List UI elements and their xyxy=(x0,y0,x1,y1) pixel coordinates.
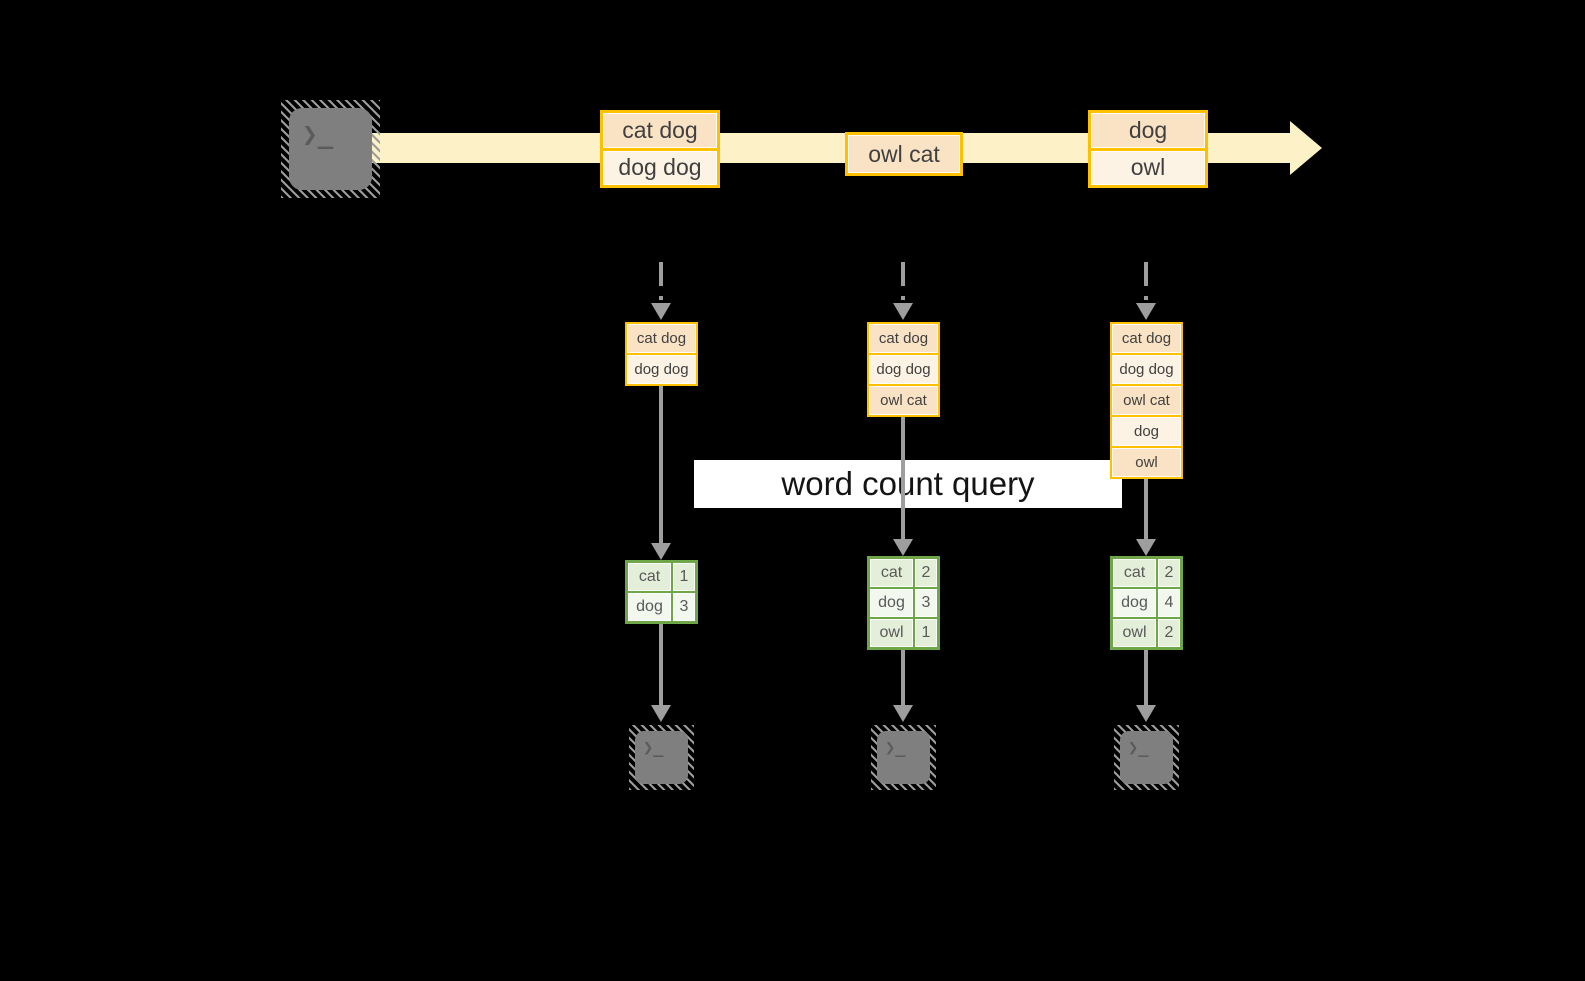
arrowhead-icon xyxy=(651,303,671,320)
count-row: owl 2 xyxy=(1113,619,1180,647)
prompt-icon: ❯_ xyxy=(1128,738,1149,758)
terminal-screen: ❯_ xyxy=(635,731,688,784)
arrowhead-icon xyxy=(1136,539,1156,556)
count-cell: 1 xyxy=(915,619,937,647)
arrow-line xyxy=(901,650,905,706)
event-cell: dog dog xyxy=(603,150,717,185)
count-row: dog 4 xyxy=(1113,589,1180,617)
arrow-line xyxy=(901,417,905,540)
buffer-cell: cat dog xyxy=(627,324,696,353)
dashed-arrow-line xyxy=(901,262,905,300)
count-cell: 2 xyxy=(1158,559,1180,587)
count-cell: 1 xyxy=(673,563,695,591)
word-cell: cat xyxy=(628,563,671,591)
arrow-line xyxy=(1144,479,1148,540)
buffer-stack: cat dog dog dog xyxy=(625,322,698,386)
count-cell: 4 xyxy=(1158,589,1180,617)
count-cell: 3 xyxy=(915,589,937,617)
word-count-query-label: word count query xyxy=(694,460,1122,508)
terminal-sink-icon: ❯_ xyxy=(1114,725,1179,790)
dashed-arrow-line xyxy=(1144,262,1148,300)
arrowhead-icon xyxy=(893,303,913,320)
word-cell: owl xyxy=(870,619,913,647)
event-cell: owl cat xyxy=(848,135,960,173)
word-cell: cat xyxy=(1113,559,1156,587)
buffer-cell: dog xyxy=(1112,417,1181,446)
prompt-icon: ❯_ xyxy=(643,738,664,758)
stream-event-box: cat dog dog dog xyxy=(600,110,720,188)
stream-arrowhead-icon xyxy=(1290,121,1322,175)
word-cell: dog xyxy=(870,589,913,617)
buffer-cell: dog dog xyxy=(1112,355,1181,384)
terminal-source-icon: ❯_ xyxy=(281,100,380,198)
count-table: cat 1 dog 3 xyxy=(625,560,698,624)
terminal-screen: ❯_ xyxy=(289,108,372,190)
event-cell: dog xyxy=(1091,113,1205,148)
count-cell: 3 xyxy=(673,593,695,621)
prompt-icon: ❯_ xyxy=(302,120,334,150)
stream-event-box: dog owl xyxy=(1088,110,1208,188)
arrowhead-icon xyxy=(651,543,671,560)
count-row: cat 2 xyxy=(870,559,937,587)
word-cell: owl xyxy=(1113,619,1156,647)
terminal-sink-icon: ❯_ xyxy=(871,725,936,790)
count-cell: 2 xyxy=(1158,619,1180,647)
count-table: cat 2 dog 4 owl 2 xyxy=(1110,556,1183,650)
buffer-cell: owl cat xyxy=(869,386,938,415)
count-row: dog 3 xyxy=(870,589,937,617)
word-cell: dog xyxy=(628,593,671,621)
buffer-stack: cat dog dog dog owl cat xyxy=(867,322,940,417)
arrowhead-icon xyxy=(1136,303,1156,320)
arrow-line xyxy=(659,624,663,706)
buffer-cell: cat dog xyxy=(869,324,938,353)
dashed-arrow-line xyxy=(659,262,663,300)
arrowhead-icon xyxy=(893,705,913,722)
count-row: owl 1 xyxy=(870,619,937,647)
arrowhead-icon xyxy=(651,705,671,722)
event-cell: owl xyxy=(1091,150,1205,185)
count-cell: 2 xyxy=(915,559,937,587)
word-cell: dog xyxy=(1113,589,1156,617)
buffer-cell: owl cat xyxy=(1112,386,1181,415)
buffer-stack: cat dog dog dog owl cat dog owl xyxy=(1110,322,1183,479)
count-row: dog 3 xyxy=(628,593,695,621)
count-row: cat 2 xyxy=(1113,559,1180,587)
word-cell: cat xyxy=(870,559,913,587)
event-cell: cat dog xyxy=(603,113,717,148)
arrowhead-icon xyxy=(893,539,913,556)
arrow-line xyxy=(659,386,663,544)
terminal-screen: ❯_ xyxy=(877,731,930,784)
terminal-screen: ❯_ xyxy=(1120,731,1173,784)
count-row: cat 1 xyxy=(628,563,695,591)
buffer-cell: dog dog xyxy=(869,355,938,384)
prompt-icon: ❯_ xyxy=(885,738,906,758)
buffer-cell: dog dog xyxy=(627,355,696,384)
buffer-cell: cat dog xyxy=(1112,324,1181,353)
stream-event-box: owl cat xyxy=(845,132,963,176)
count-table: cat 2 dog 3 owl 1 xyxy=(867,556,940,650)
buffer-cell: owl xyxy=(1112,448,1181,477)
arrowhead-icon xyxy=(1136,705,1156,722)
terminal-sink-icon: ❯_ xyxy=(629,725,694,790)
arrow-line xyxy=(1144,650,1148,706)
